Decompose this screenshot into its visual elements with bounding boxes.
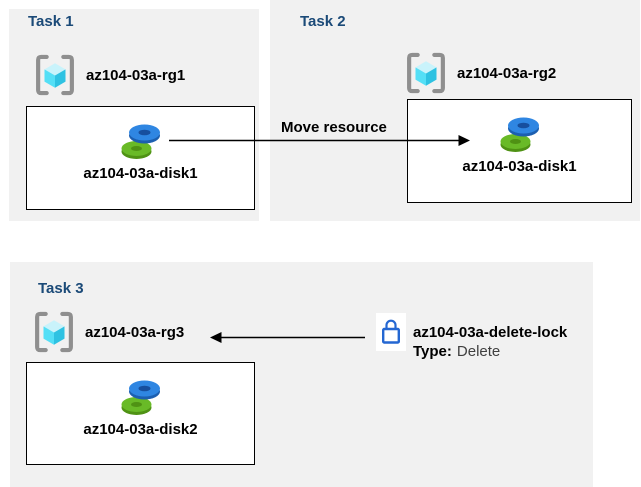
- disk-icon: [500, 117, 539, 152]
- lock-type-value: Delete: [456, 343, 501, 360]
- resource-group-icon: [407, 52, 445, 94]
- task3-resource-box: az104-03a-disk2: [26, 362, 255, 465]
- delete-lock-text: az104-03a-delete-lock Type:Delete: [413, 323, 567, 361]
- resource-label: az104-03a-disk1: [462, 158, 577, 175]
- resource-label: az104-03a-disk1: [83, 165, 198, 182]
- lock-type-row: Type:Delete: [413, 342, 567, 361]
- task1-resource-box: az104-03a-disk1: [26, 106, 255, 210]
- resource-group-label: az104-03a-rg3: [85, 323, 185, 341]
- task3-title: Task 3: [38, 280, 84, 297]
- resource-group-icon: [36, 54, 74, 96]
- resource-label: az104-03a-disk2: [83, 421, 198, 438]
- resource-group-label: az104-03a-rg1: [86, 66, 186, 84]
- task3-resource-group: az104-03a-rg3: [32, 310, 184, 354]
- resource-group-icon: [35, 311, 73, 353]
- move-resource-label: Move resource: [281, 119, 387, 136]
- delete-lock-tile: [376, 313, 406, 351]
- lock-name-label: az104-03a-delete-lock: [413, 324, 568, 341]
- lock-icon: [382, 319, 401, 344]
- lock-type-label: Type:: [413, 343, 452, 360]
- task2-title: Task 2: [300, 13, 346, 30]
- task1-resource-group: az104-03a-rg1: [33, 53, 185, 97]
- task2-resource-box: az104-03a-disk1: [407, 99, 632, 203]
- task1-title: Task 1: [28, 13, 74, 30]
- resource-group-label: az104-03a-rg2: [457, 64, 557, 82]
- task2-resource-group: az104-03a-rg2: [404, 51, 556, 95]
- disk-icon: [121, 124, 160, 159]
- disk-icon: [121, 380, 160, 415]
